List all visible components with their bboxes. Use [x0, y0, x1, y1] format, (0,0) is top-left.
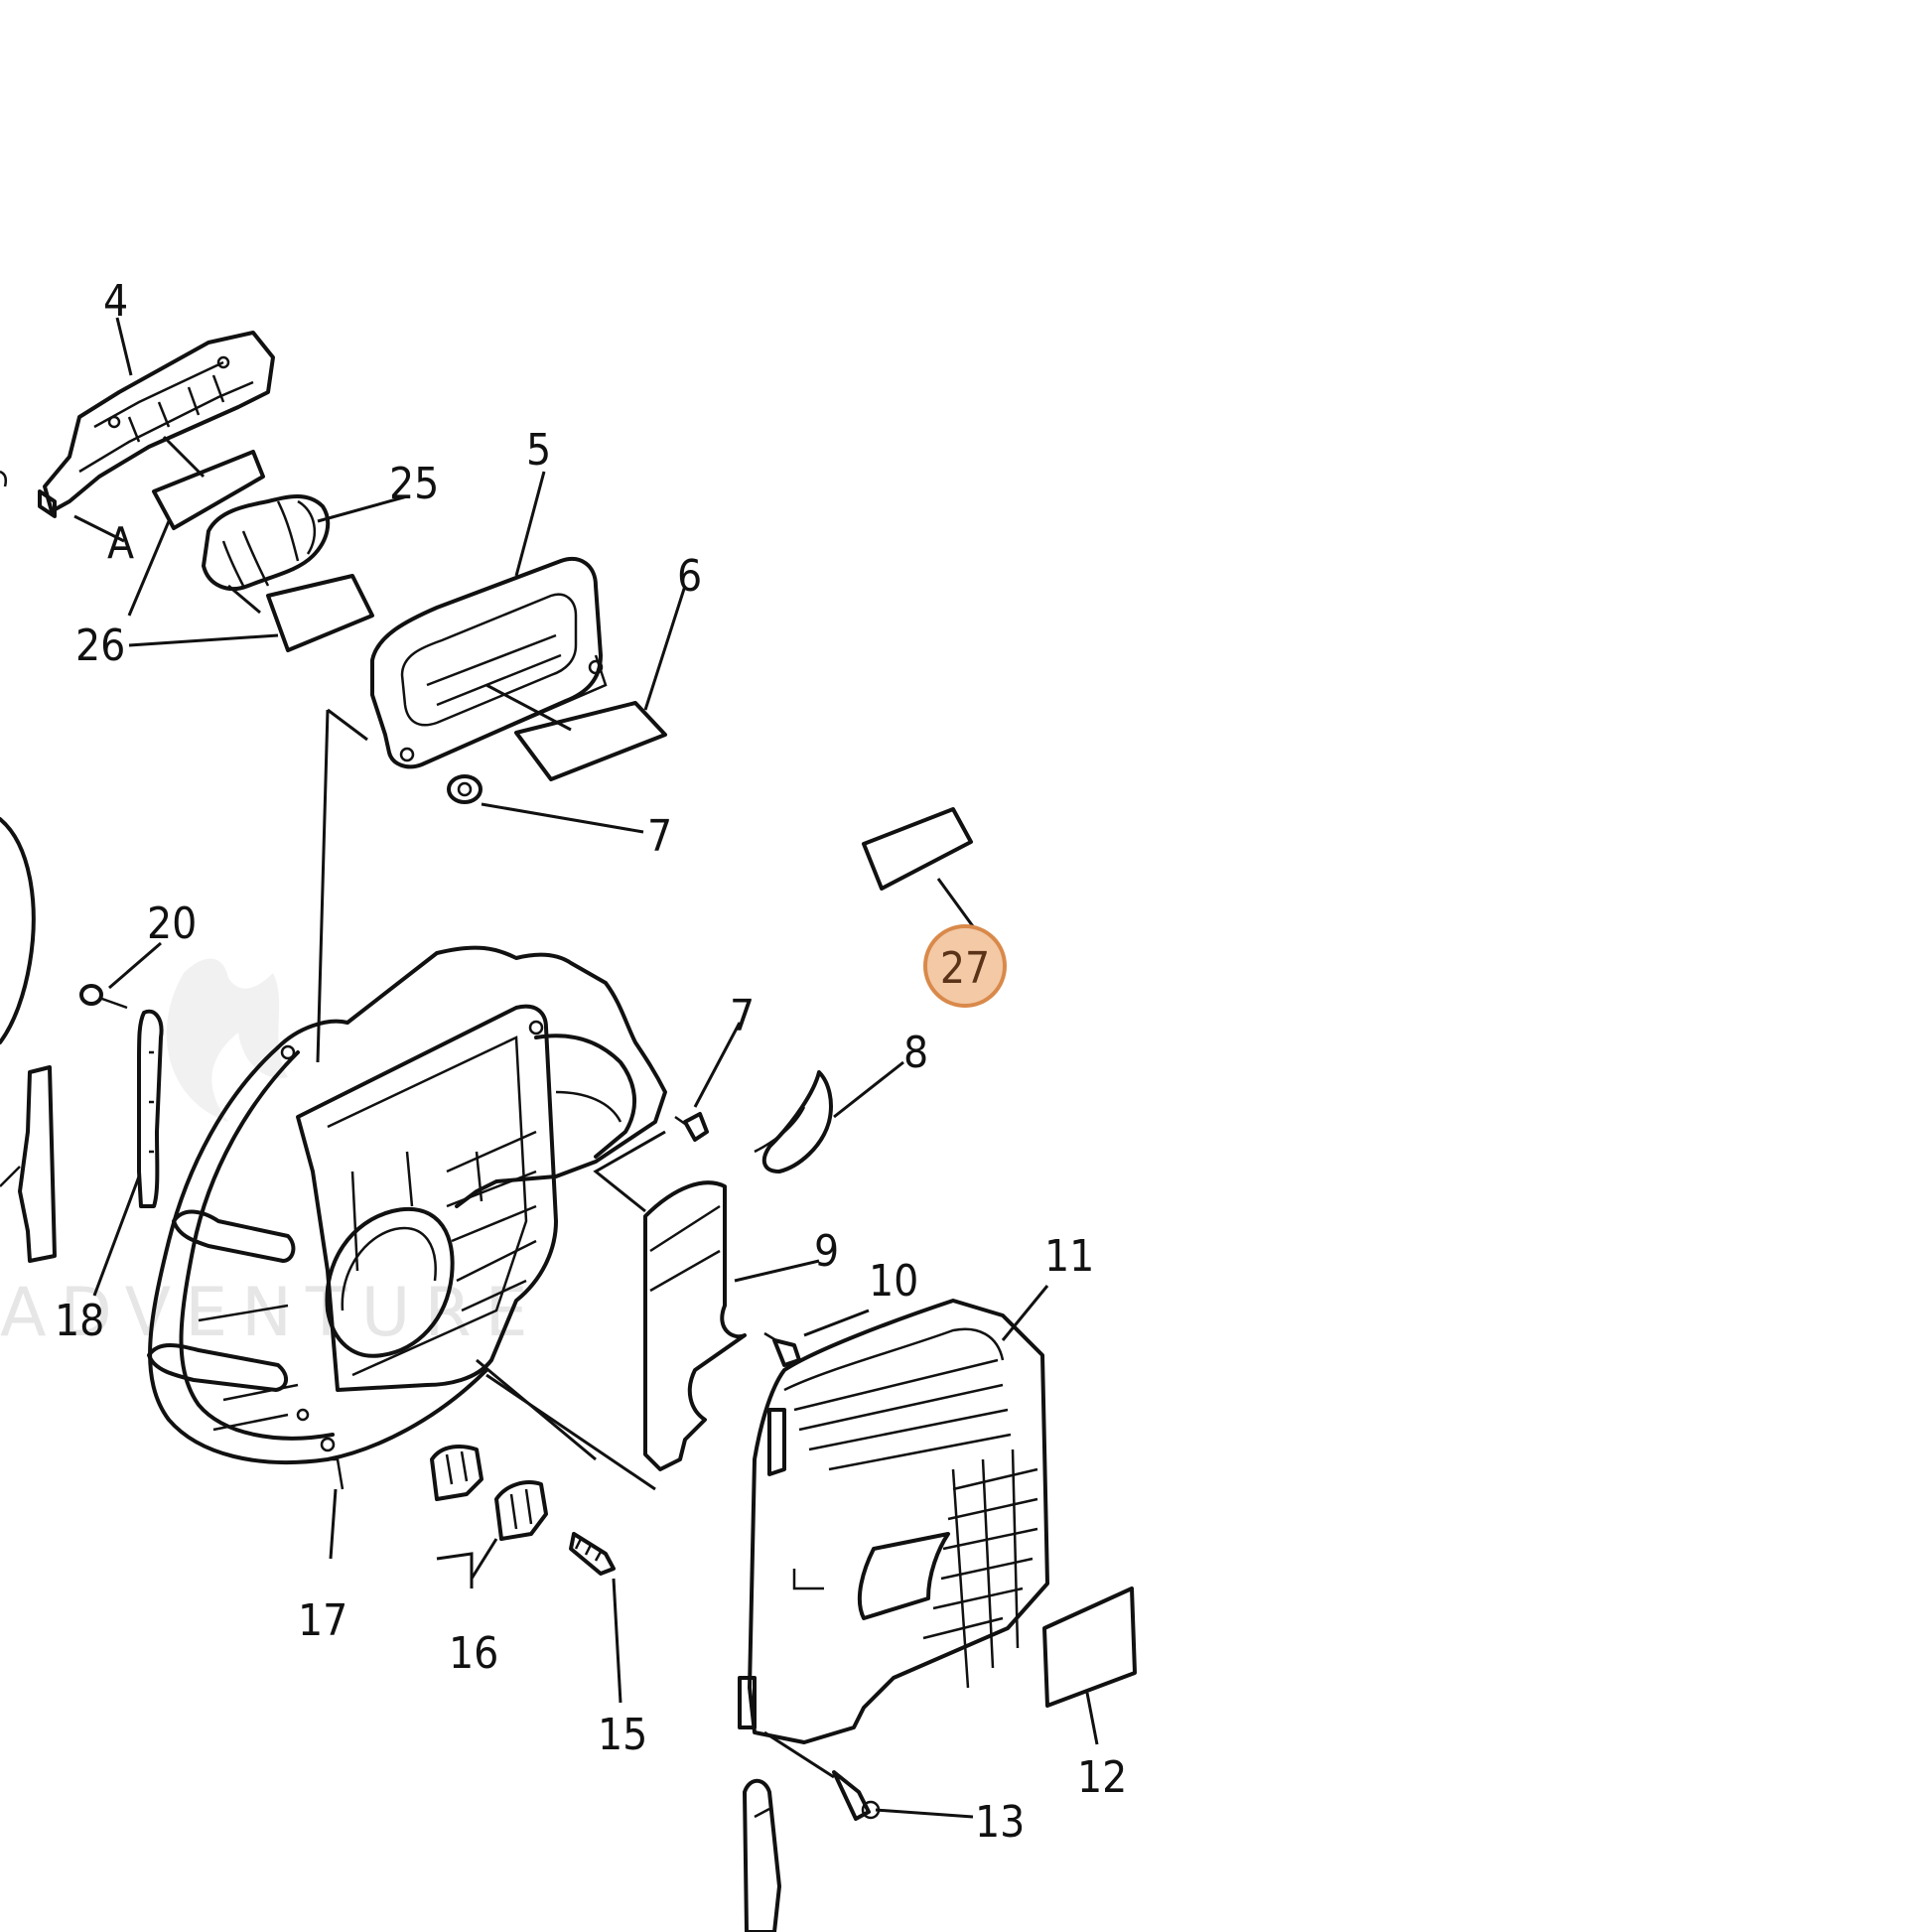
callout-26: 26 [75, 621, 125, 671]
part-10-screw [763, 1331, 801, 1367]
callout-16: 16 [449, 1628, 498, 1679]
watermark: ADVENTURE [0, 958, 528, 1352]
part-7-nut-upper [447, 774, 483, 804]
part-17-fan-housing [147, 945, 667, 1490]
callout-A: A [107, 518, 134, 569]
part-11-grille-cover [738, 1299, 1049, 1744]
edge-strip-left [18, 1065, 57, 1263]
callout-5: 5 [526, 425, 551, 476]
callout-13: 13 [975, 1797, 1025, 1848]
callout-12: 12 [1077, 1752, 1127, 1803]
callout-20: 20 [147, 898, 197, 949]
part-7-screw-lower [674, 1112, 709, 1142]
callout-10: 10 [869, 1256, 918, 1307]
part-4-bracket [0, 331, 275, 518]
callout-17: 17 [298, 1595, 347, 1646]
callout-9: 9 [814, 1226, 839, 1277]
callout-27-highlight[interactable]: 27 [923, 924, 1007, 1008]
callout-15: 15 [598, 1710, 647, 1760]
callout-7-upper: 7 [647, 811, 672, 862]
edge-hose-left [0, 817, 36, 1044]
callout-25: 25 [389, 459, 439, 509]
callout-4: 4 [103, 276, 128, 327]
leader-lines [73, 317, 1099, 1819]
part-27-gasket [862, 807, 973, 891]
part-9-cover [643, 1180, 747, 1471]
part-8-seal [761, 1070, 833, 1173]
callout-labels: 4 5 25 A 26 6 7 20 7 8 9 10 11 18 17 16 … [55, 276, 1127, 1848]
part-18-strip [137, 1009, 164, 1208]
part-26-gasket-lower [266, 574, 374, 652]
part-6-gasket [514, 701, 667, 781]
part-20-bolt [79, 984, 128, 1010]
part-5-frame [370, 557, 608, 769]
part-13-screw [832, 1770, 881, 1821]
callout-27: 27 [940, 943, 990, 994]
callout-7-lower: 7 [730, 991, 755, 1041]
callout-8: 8 [903, 1028, 928, 1078]
flame-icon [166, 958, 288, 1122]
part-16-clips [430, 1445, 548, 1541]
callout-11: 11 [1044, 1231, 1094, 1282]
callout-6: 6 [677, 551, 702, 602]
part-15-screw [569, 1532, 616, 1576]
bottom-bracket [743, 1778, 781, 1932]
part-12-filter [1042, 1587, 1137, 1708]
callout-18: 18 [55, 1296, 104, 1346]
part-26-gasket-upper [152, 450, 265, 530]
part-25-rubber-mount [202, 494, 331, 592]
